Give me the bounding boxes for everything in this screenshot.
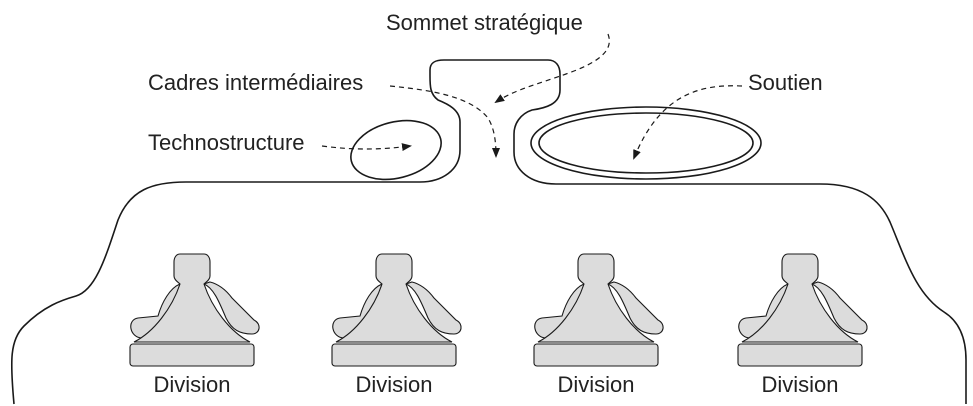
- label-soutien: Soutien: [748, 70, 823, 95]
- division-unit: Division: [129, 253, 260, 397]
- arrow-technostructure: [321, 143, 412, 152]
- arrow-soutien: [633, 85, 743, 160]
- label-sommet-strategique: Sommet stratégique: [386, 10, 583, 35]
- division-label: Division: [355, 372, 432, 397]
- arrow-sommet: [494, 33, 610, 104]
- organization-outline: [10, 59, 967, 405]
- division-unit: Division: [737, 253, 868, 397]
- label-cadres-intermediaires: Cadres intermédiaires: [148, 70, 363, 95]
- arrow-cadres: [389, 85, 500, 158]
- division-unit: Division: [533, 253, 664, 397]
- division-label: Division: [557, 372, 634, 397]
- soutien-ellipse-outer: [530, 106, 762, 180]
- division-unit: Division: [331, 253, 462, 397]
- technostructure-ellipse: [350, 119, 442, 181]
- division-label: Division: [153, 372, 230, 397]
- label-technostructure: Technostructure: [148, 130, 305, 155]
- division-label: Division: [761, 372, 838, 397]
- soutien-ellipse-inner: [538, 112, 754, 174]
